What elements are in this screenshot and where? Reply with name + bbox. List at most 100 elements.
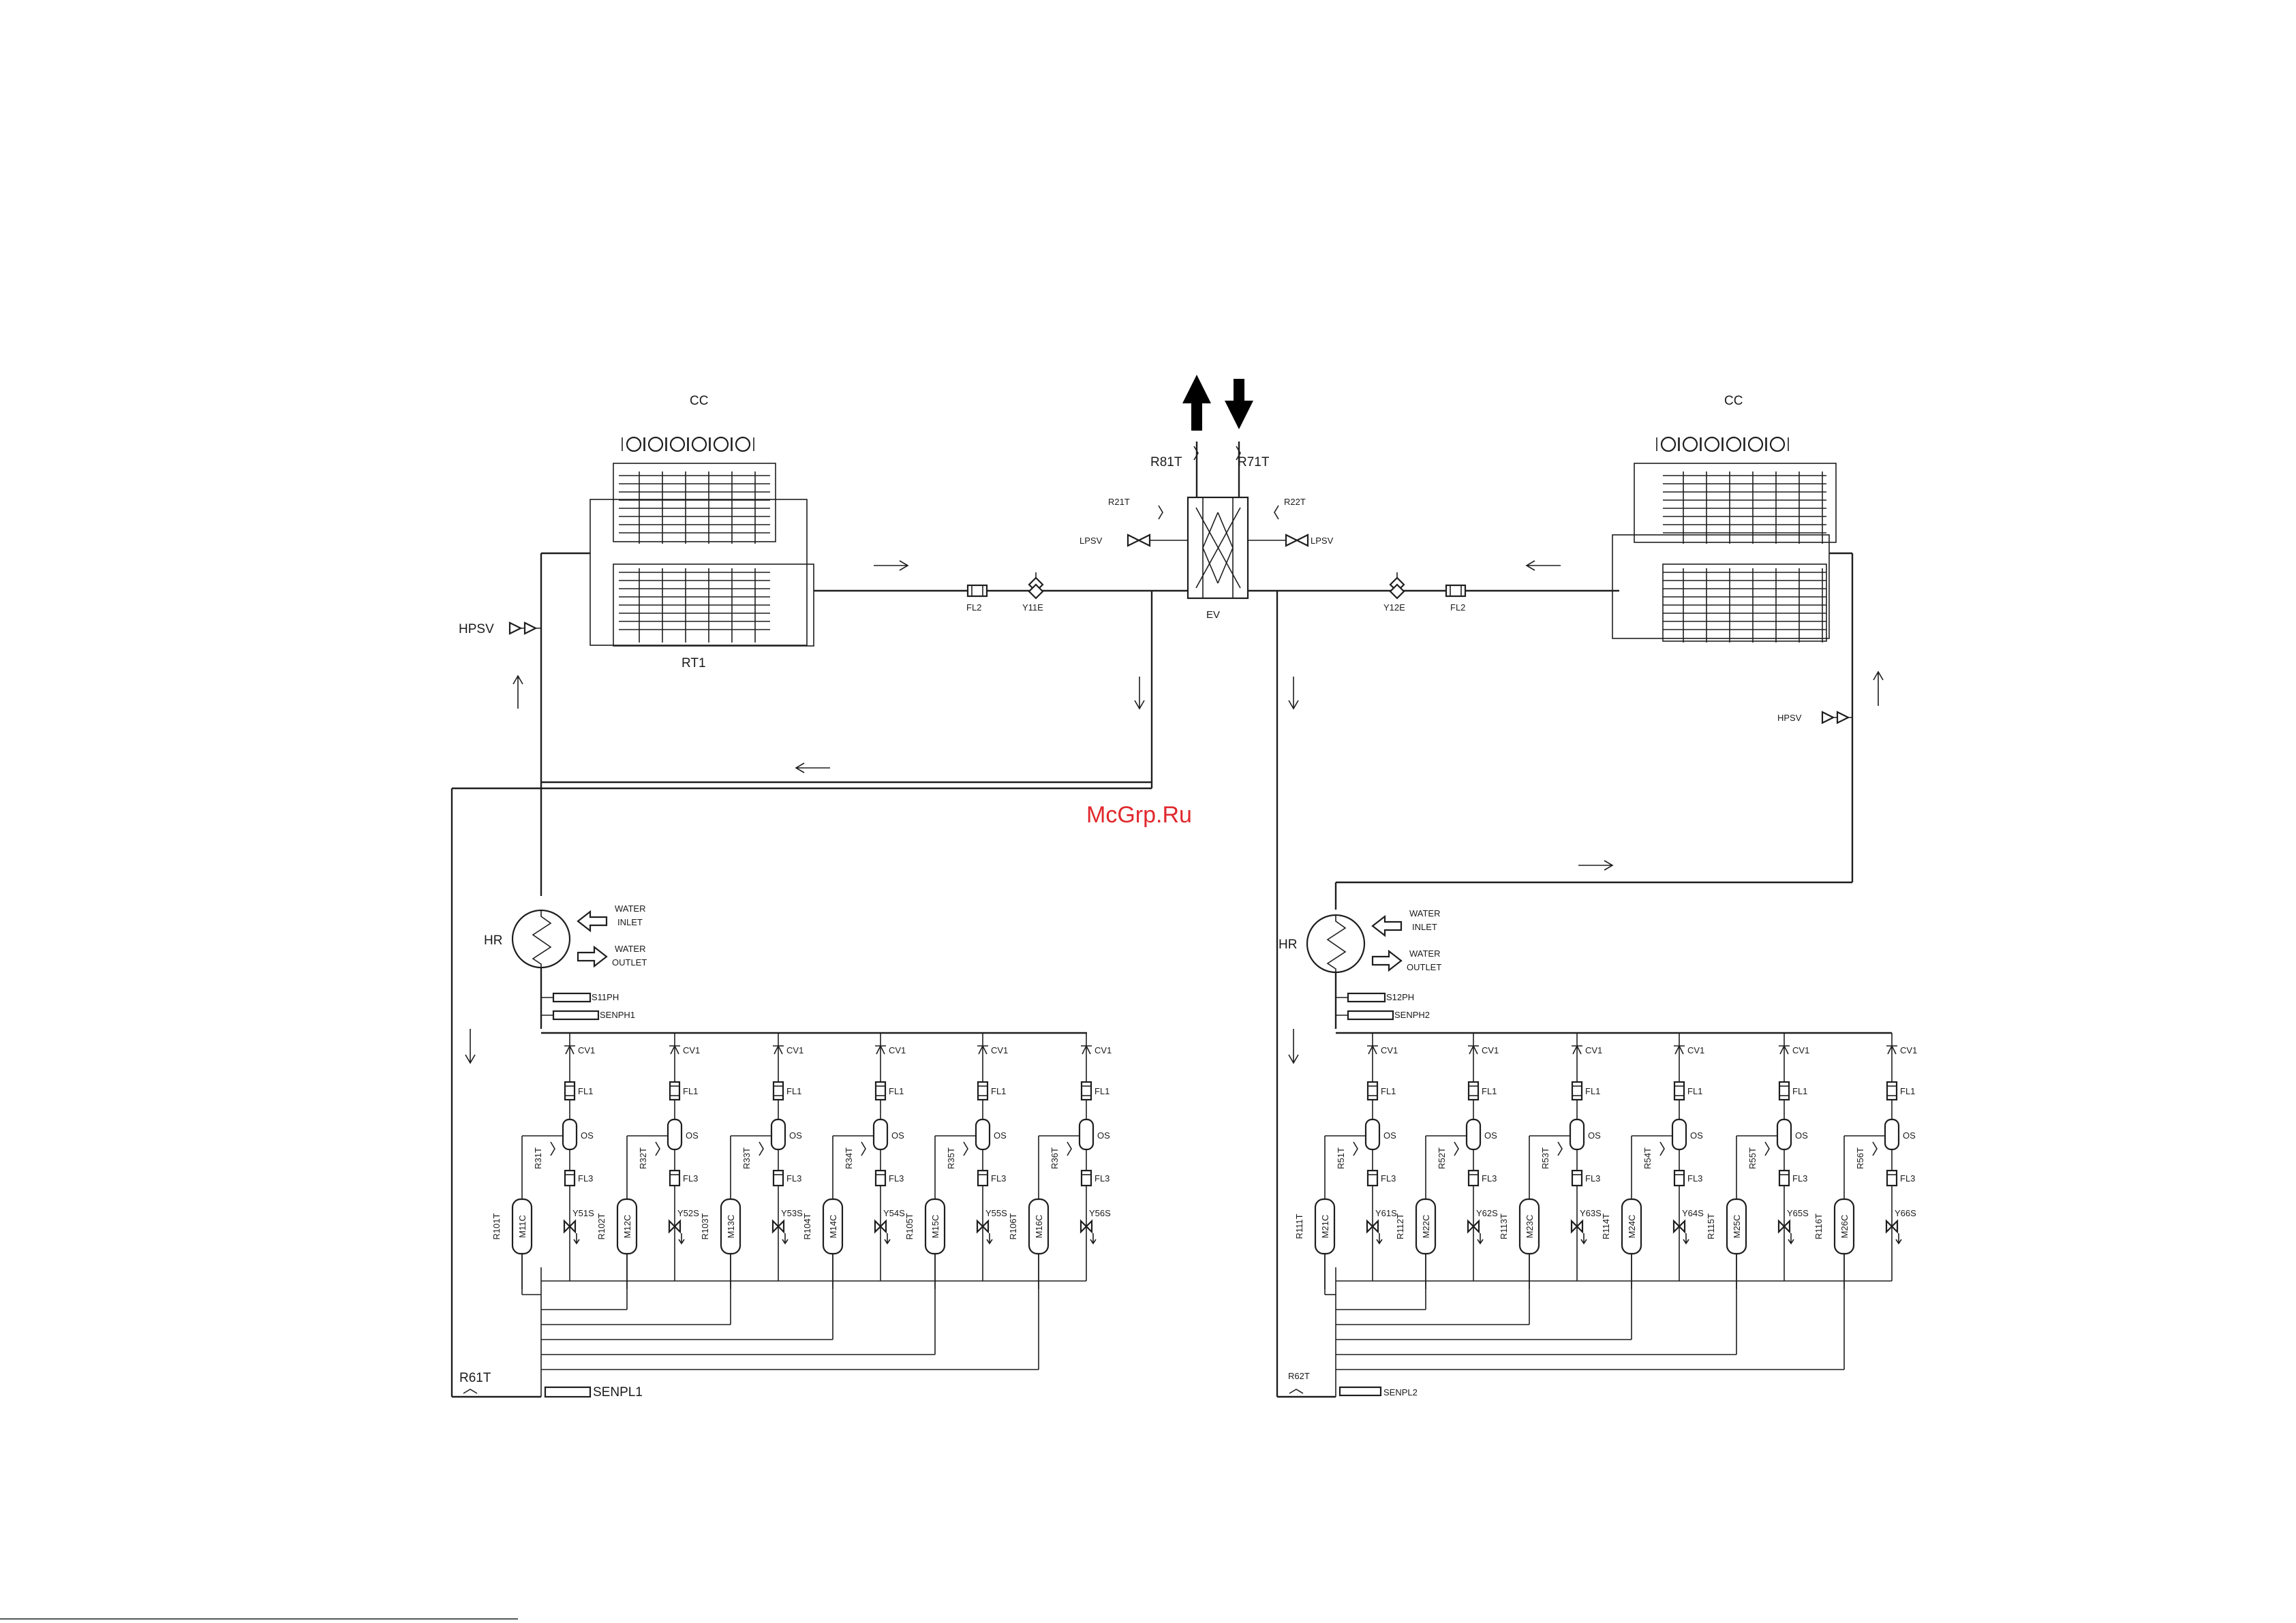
- left-coil-cc-label: CC: [690, 394, 708, 408]
- right-water-inlet-arrow-icon: [1371, 914, 1403, 938]
- left-expansion-valve-label: Y11E: [1022, 602, 1043, 613]
- filter-fl3-label: FL3: [889, 1173, 904, 1184]
- discharge-temp-label: R102T: [596, 1213, 607, 1239]
- left-fl2-filter-icon: [966, 584, 988, 598]
- left-water-inlet-arrow-icon: [577, 910, 608, 933]
- suction-temp-label: R51T: [1336, 1147, 1346, 1169]
- discharge-temp-label: R106T: [1008, 1213, 1018, 1239]
- check-valve-label: CV1: [578, 1045, 595, 1055]
- discharge-temp-label: R116T: [1813, 1214, 1824, 1239]
- solenoid-label: Y64S: [1682, 1208, 1704, 1218]
- discharge-temp-label: R103T: [700, 1213, 710, 1239]
- discharge-temp-label: R101T: [491, 1213, 502, 1239]
- filter-fl1-label: FL1: [991, 1086, 1006, 1096]
- oil-separator-label: OS: [1795, 1130, 1808, 1141]
- right-fl2-label: FL2: [1450, 602, 1465, 613]
- check-valve-label: CV1: [1585, 1045, 1602, 1055]
- suction-temp-label: R53T: [1540, 1147, 1550, 1169]
- right-expansion-valve-label: Y12E: [1383, 602, 1405, 613]
- compressor-label: M26C: [1839, 1215, 1850, 1239]
- left-condenser-fan-icon: [687, 436, 711, 452]
- oil-separator-label: OS: [1097, 1130, 1110, 1141]
- filter-fl1-label: FL1: [1792, 1086, 1807, 1096]
- oil-separator-label: OS: [1383, 1130, 1396, 1141]
- left-s11ph-sensor: [541, 992, 592, 1003]
- left-hpsv-valve-icon: [508, 621, 541, 635]
- left-suction-temp-label: R61T: [459, 1371, 491, 1385]
- filter-fl3-label: FL3: [1381, 1173, 1396, 1184]
- oil-separator-label: OS: [1903, 1130, 1916, 1141]
- compressor-label: M22C: [1421, 1215, 1431, 1239]
- oil-separator-label: OS: [891, 1130, 904, 1141]
- right-senpl2-label: SENPL2: [1383, 1387, 1418, 1397]
- left-senpl1-label: SENPL1: [593, 1385, 643, 1400]
- right-water-outlet-label-2: OUTLET: [1407, 962, 1441, 972]
- filter-fl1-label: FL1: [1482, 1086, 1497, 1096]
- left-hr-label: HR: [484, 933, 502, 948]
- oil-separator-label: OS: [1484, 1130, 1497, 1141]
- water-outlet-arrow-icon: [1182, 375, 1211, 431]
- discharge-temp-label: R104T: [802, 1213, 812, 1239]
- left-water-inlet-label-1: WATER: [615, 903, 646, 914]
- left-condenser-fan-icon: [643, 436, 667, 452]
- discharge-temp-label: R115T: [1706, 1214, 1716, 1239]
- filter-fl1-label: FL1: [889, 1086, 904, 1096]
- filter-fl1-label: FL1: [1381, 1086, 1396, 1096]
- evaporator-left-temp-sensor: R21T: [1108, 497, 1130, 507]
- solenoid-label: Y51S: [572, 1208, 594, 1218]
- lpsv-right-label: LPSV: [1311, 536, 1334, 546]
- right-condenser-fan-icon: [1743, 436, 1767, 452]
- lpsv-left-label: LPSV: [1080, 536, 1103, 546]
- left-senpl1-sensor: [544, 1386, 592, 1398]
- check-valve-label: CV1: [1095, 1045, 1112, 1055]
- right-condenser-fan-icon: [1678, 436, 1702, 452]
- compressor-label: M23C: [1525, 1215, 1535, 1239]
- suction-temp-label: R52T: [1437, 1147, 1447, 1169]
- filter-fl1-label: FL1: [786, 1086, 801, 1096]
- compressor-label: M24C: [1627, 1215, 1637, 1239]
- oil-separator-label: OS: [1588, 1130, 1601, 1141]
- suction-temp-label: R55T: [1747, 1147, 1758, 1169]
- left-heat-recovery-exchanger: [511, 909, 571, 969]
- right-condenser-fan-icon: [1721, 436, 1745, 452]
- check-valve-label: CV1: [1687, 1045, 1704, 1055]
- right-fl2-filter-icon: [1445, 584, 1467, 598]
- oil-separator-label: OS: [581, 1130, 594, 1141]
- right-s12ph-label: S12PH: [1386, 992, 1414, 1002]
- oil-separator-label: OS: [789, 1130, 802, 1141]
- filter-fl3-label: FL3: [1792, 1173, 1807, 1184]
- right-coil-cc-label: CC: [1724, 394, 1743, 408]
- left-water-outlet-arrow-icon: [577, 945, 608, 968]
- filter-fl1-label: FL1: [1585, 1086, 1600, 1096]
- solenoid-label: Y52S: [677, 1208, 699, 1218]
- right-water-outlet-label-1: WATER: [1409, 948, 1441, 959]
- filter-fl3-label: FL3: [1585, 1173, 1600, 1184]
- suction-temp-label: R35T: [946, 1147, 956, 1169]
- left-compressor-bank: CV1FL1OSFL3Y51SM11CR101TR31TCV1FL1OSFL3Y…: [491, 1032, 1112, 1397]
- evaporator-label: EV: [1206, 609, 1220, 621]
- oil-separator-label: OS: [994, 1130, 1007, 1141]
- filter-fl3-label: FL3: [683, 1173, 698, 1184]
- filter-fl3-label: FL3: [1482, 1173, 1497, 1184]
- suction-temp-label: R36T: [1050, 1147, 1060, 1169]
- check-valve-label: CV1: [1792, 1045, 1809, 1055]
- oil-separator-label: OS: [1690, 1130, 1703, 1141]
- solenoid-label: Y56S: [1089, 1208, 1111, 1218]
- right-heat-recovery-exchanger: [1306, 914, 1366, 974]
- filter-fl3-label: FL3: [578, 1173, 593, 1184]
- right-water-inlet-label-1: WATER: [1409, 908, 1441, 918]
- discharge-temp-label: R112T: [1395, 1214, 1405, 1239]
- discharge-temp-label: R111T: [1294, 1214, 1304, 1239]
- left-condenser-fan-icon: [665, 436, 689, 452]
- left-senph1-sensor: [541, 1010, 600, 1021]
- left-condenser-fan-icon: [709, 436, 733, 452]
- left-condenser-coil: [590, 436, 814, 647]
- right-water-inlet-label-2: INLET: [1412, 922, 1437, 932]
- suction-temp-label: R56T: [1855, 1147, 1865, 1169]
- watermark-text: McGrp.Ru: [1086, 802, 1192, 828]
- left-s11ph-label: S11PH: [592, 992, 619, 1002]
